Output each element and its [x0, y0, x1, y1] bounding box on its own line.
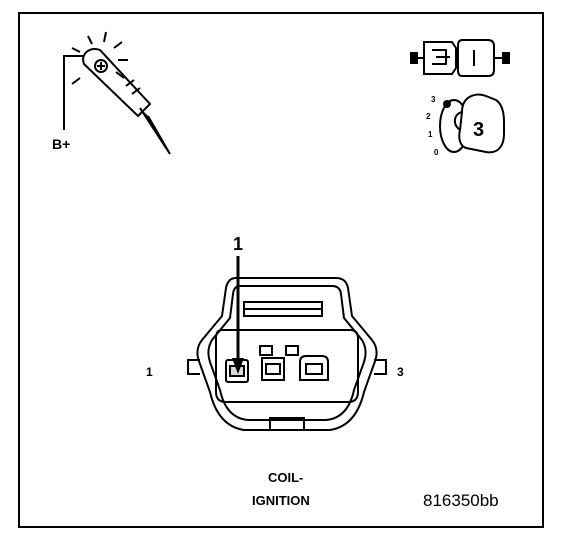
caption-line-2: IGNITION: [252, 493, 310, 508]
keyway-right: [285, 345, 299, 356]
connector-icon: [410, 39, 510, 77]
key-position-2: 2: [426, 112, 431, 121]
left-lock: [187, 359, 200, 375]
pin-cavity: [215, 329, 359, 403]
terminal-callout-number: 1: [233, 234, 243, 254]
terminal-callout-arrow: [232, 256, 244, 374]
terminal-2: [261, 357, 285, 381]
figure-id: 816350bb: [423, 491, 499, 510]
left-pin-label: 1: [146, 365, 153, 379]
probe-body: [82, 48, 152, 118]
right-pin-label: 3: [397, 365, 404, 379]
ignition-key-icon: [439, 93, 505, 154]
key-position-1: 1: [428, 130, 433, 139]
figure-frame: [18, 12, 544, 528]
ground-label: B+: [52, 136, 70, 152]
probe-tip: [139, 107, 171, 155]
key-number: 3: [473, 119, 484, 141]
bottom-notch: [269, 417, 305, 430]
key-position-3: 3: [431, 95, 436, 104]
test-light-icon: [63, 31, 171, 155]
keyway-left: [259, 345, 273, 356]
key-position-0: 0: [434, 148, 439, 157]
ground-wire: [63, 55, 88, 130]
probe-bulb: [94, 59, 108, 73]
caption-line-1: COIL-: [268, 470, 303, 485]
right-lock: [374, 359, 387, 375]
connector-housing-inner: [207, 285, 367, 421]
terminal-3: [299, 355, 329, 381]
light-rays: [71, 31, 128, 85]
connector-housing: [196, 277, 378, 431]
coil-connector: [187, 277, 387, 431]
